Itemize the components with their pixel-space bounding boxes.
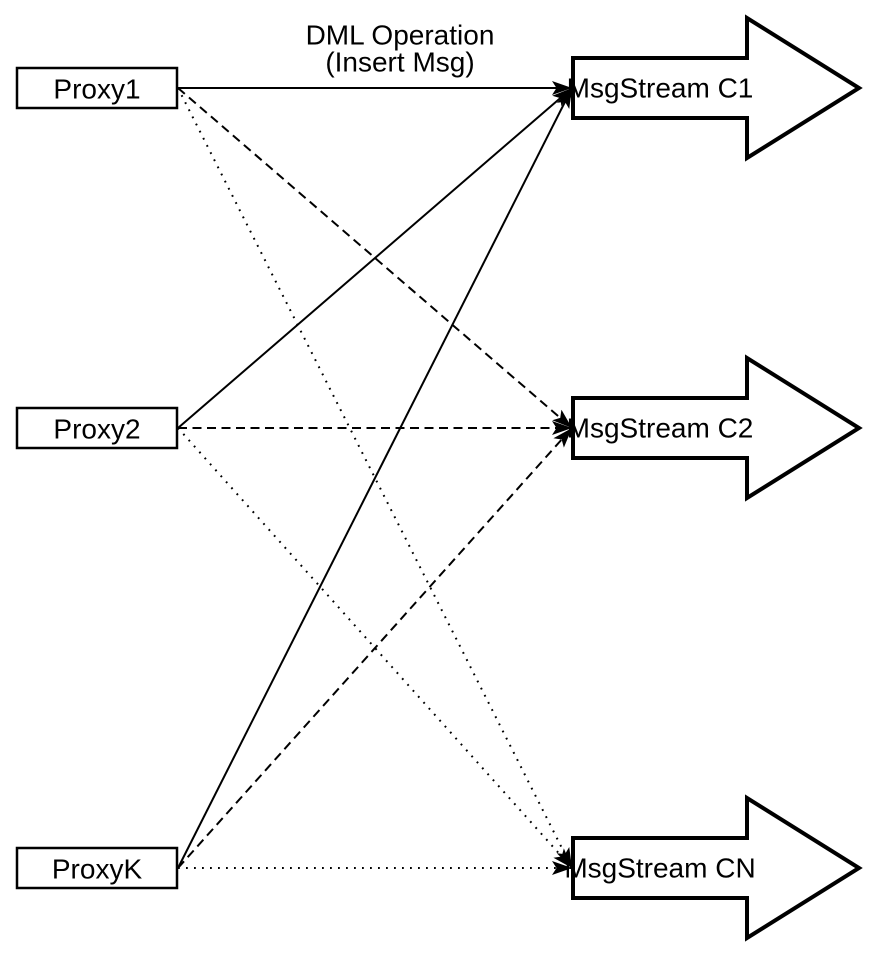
proxy2-label: Proxy2 bbox=[53, 414, 140, 445]
proxy-node-proxy2: Proxy2 bbox=[15, 406, 179, 450]
proxy-node-proxy1: Proxy1 bbox=[15, 66, 179, 110]
edge-pk-c1 bbox=[177, 87, 573, 869]
proxy2-box bbox=[15, 406, 179, 450]
msgstream-cn-block-arrow bbox=[571, 794, 863, 942]
msgstream-c1-label: MsgStream C1 bbox=[567, 73, 754, 104]
edge-pk-c2 bbox=[177, 427, 573, 869]
proxyk-box bbox=[15, 846, 179, 890]
stream-node-c1: MsgStream C1 bbox=[567, 14, 863, 162]
msgstream-c2-label: MsgStream C2 bbox=[567, 413, 754, 444]
proxyk-label: ProxyK bbox=[52, 854, 143, 885]
proxy1-box bbox=[15, 66, 179, 110]
diagram-title-line2: (Insert Msg) bbox=[325, 47, 474, 78]
proxy1-label: Proxy1 bbox=[53, 74, 140, 105]
msgstream-c1-block-arrow bbox=[571, 14, 863, 162]
diagram-title-line1: DML Operation bbox=[306, 20, 495, 51]
edge-p1-cn bbox=[177, 87, 573, 869]
stream-node-cn: MsgStream CN bbox=[564, 794, 863, 942]
edge-p2-c1 bbox=[177, 87, 573, 429]
msgstream-cn-label: MsgStream CN bbox=[564, 853, 755, 884]
stream-node-c2: MsgStream C2 bbox=[567, 354, 863, 502]
proxy-node-proxyk: ProxyK bbox=[15, 846, 179, 890]
edges-layer bbox=[177, 81, 573, 875]
msgstream-c2-block-arrow bbox=[571, 354, 863, 502]
